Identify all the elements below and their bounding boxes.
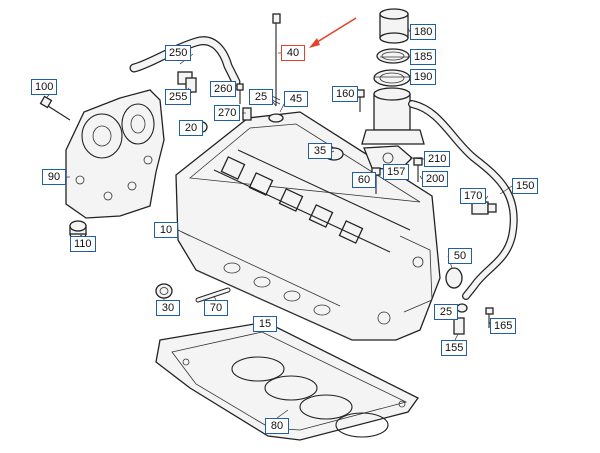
small-bolt[interactable] <box>236 83 244 104</box>
callout-157[interactable]: 157 <box>383 164 410 180</box>
bolt-200[interactable] <box>413 157 423 182</box>
callout-110[interactable]: 110 <box>70 236 96 252</box>
callout-90[interactable]: 90 <box>42 169 66 185</box>
callout-160[interactable]: 160 <box>332 86 359 102</box>
bolt-60[interactable] <box>371 167 381 194</box>
cap-50[interactable] <box>445 267 463 289</box>
callout-60[interactable]: 60 <box>352 172 376 188</box>
callout-150[interactable]: 150 <box>512 178 539 194</box>
callout-25-upper[interactable]: 25 <box>249 89 273 105</box>
callout-15[interactable]: 15 <box>253 316 277 332</box>
callout-260[interactable]: 260 <box>210 81 237 97</box>
breather-hose[interactable] <box>129 36 241 87</box>
callout-155[interactable]: 155 <box>441 340 468 356</box>
head-bolt[interactable] <box>271 13 281 106</box>
callout-210[interactable]: 210 <box>424 151 451 167</box>
callout-255[interactable]: 255 <box>165 89 192 105</box>
callout-30[interactable]: 30 <box>156 300 180 316</box>
callout-40-highlighted[interactable]: 40 <box>281 45 305 61</box>
callout-200[interactable]: 200 <box>422 171 449 187</box>
thermostat-housing[interactable] <box>361 87 425 145</box>
head-gasket[interactable] <box>155 321 419 441</box>
callout-190[interactable]: 190 <box>410 69 437 85</box>
washer[interactable] <box>268 113 284 123</box>
callout-270[interactable]: 270 <box>214 105 241 121</box>
callout-50[interactable]: 50 <box>448 248 472 264</box>
callout-185[interactable]: 185 <box>410 49 437 65</box>
callout-80[interactable]: 80 <box>265 418 289 434</box>
callout-35[interactable]: 35 <box>308 143 332 159</box>
seal-25[interactable] <box>456 303 468 313</box>
callout-70[interactable]: 70 <box>204 300 228 316</box>
bolt-165[interactable] <box>485 307 494 328</box>
seal-ring-185[interactable] <box>376 48 410 64</box>
fitting-155[interactable] <box>453 317 465 335</box>
highlight-arrow <box>309 17 357 48</box>
callout-180[interactable]: 180 <box>410 24 437 40</box>
callout-165[interactable]: 165 <box>490 318 517 334</box>
seal-30[interactable] <box>155 283 173 299</box>
seal-ring-190[interactable] <box>373 69 411 87</box>
callout-250[interactable]: 250 <box>165 45 192 61</box>
filler-cap[interactable] <box>379 8 409 44</box>
callout-25-lower[interactable]: 25 <box>434 304 458 320</box>
front-cover[interactable] <box>65 89 165 219</box>
callout-100[interactable]: 100 <box>31 79 58 95</box>
callout-10[interactable]: 10 <box>154 222 178 238</box>
callout-20[interactable]: 20 <box>179 120 203 136</box>
cover-bolt[interactable] <box>39 95 71 121</box>
callout-45[interactable]: 45 <box>284 91 308 107</box>
callout-170[interactable]: 170 <box>460 188 487 204</box>
coolant-pipe[interactable] <box>408 100 518 300</box>
dowel-pin[interactable] <box>195 287 231 303</box>
small-plug[interactable] <box>242 107 252 121</box>
